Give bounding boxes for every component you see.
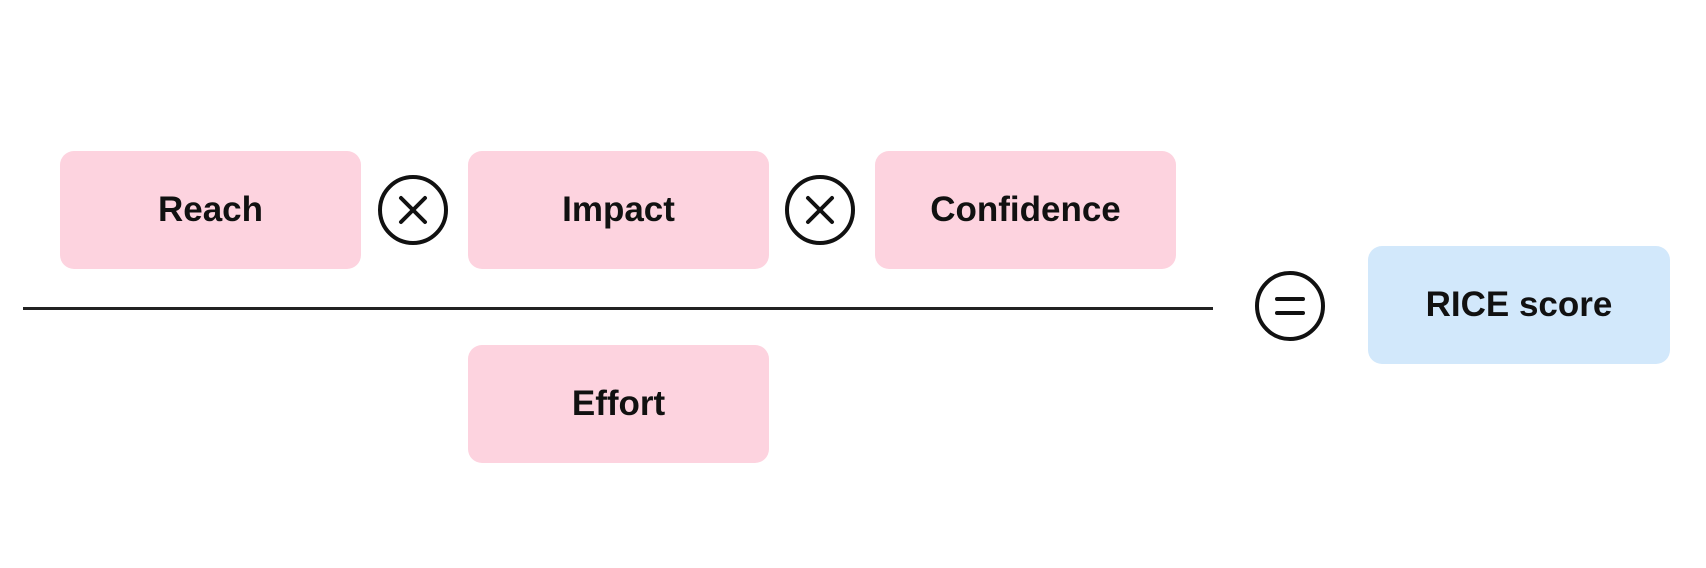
fraction-bar — [23, 307, 1213, 310]
equals-icon — [1255, 271, 1325, 341]
circled-times-icon — [806, 196, 834, 224]
rice-score-box: RICE score — [1368, 246, 1670, 364]
multiply-icon — [785, 175, 855, 245]
multiply-icon — [378, 175, 448, 245]
circled-times-icon — [399, 196, 427, 224]
circled-equals-icon — [1275, 297, 1305, 315]
confidence-label: Confidence — [930, 190, 1121, 229]
reach-box: Reach — [60, 151, 361, 269]
effort-box: Effort — [468, 345, 769, 463]
impact-label: Impact — [562, 190, 675, 229]
confidence-box: Confidence — [875, 151, 1176, 269]
impact-box: Impact — [468, 151, 769, 269]
reach-label: Reach — [157, 190, 264, 229]
effort-label: Effort — [571, 384, 666, 423]
rice-score-label: RICE score — [1425, 285, 1613, 324]
